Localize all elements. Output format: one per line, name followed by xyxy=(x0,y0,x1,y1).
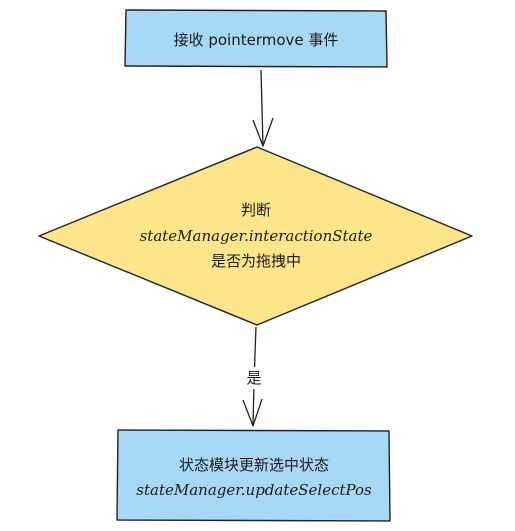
end-node-line-2: stateManager.updateSelectPos xyxy=(136,481,372,499)
decision-line-3: 是否为拖拽中 xyxy=(211,252,301,270)
arrow-decision-to-end: 是 xyxy=(241,326,267,427)
decision-node: 判断 stateManager.interactionState 是否为拖拽中 xyxy=(38,146,473,326)
decision-line-1: 判断 xyxy=(241,201,271,219)
edge-label-yes: 是 xyxy=(246,369,261,387)
end-node-line-1: 状态模块更新选中状态 xyxy=(179,456,329,474)
decision-line-2: stateManager.interactionState xyxy=(140,227,373,245)
start-node-shape xyxy=(124,9,388,68)
end-node: 状态模块更新选中状态 stateManager.updateSelectPos xyxy=(116,429,391,522)
start-node: 接收 pointermove 事件 xyxy=(124,9,388,68)
decision-node-shape xyxy=(38,146,473,326)
end-node-shape xyxy=(116,429,391,522)
start-node-label: 接收 pointermove 事件 xyxy=(174,31,339,49)
arrow-start-to-decision xyxy=(252,69,274,147)
